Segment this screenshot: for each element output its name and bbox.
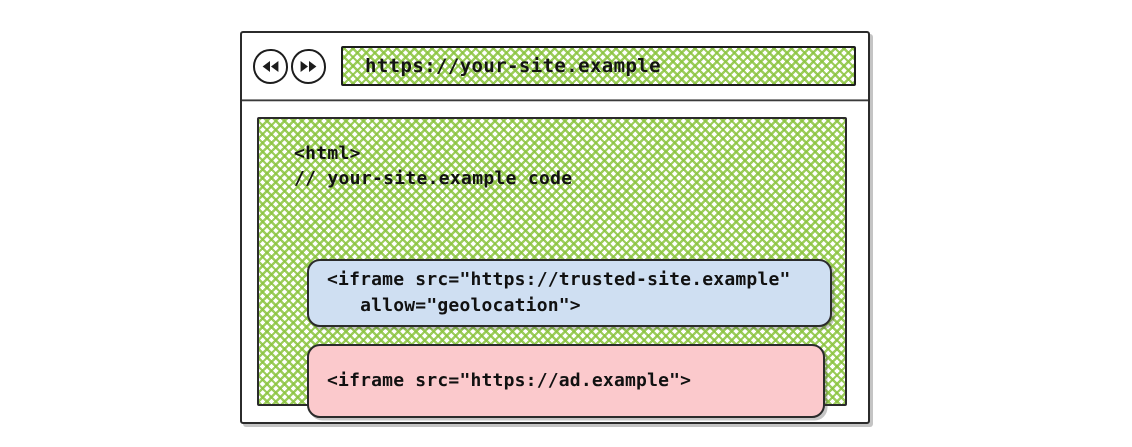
fast-forward-icon (299, 60, 318, 73)
url-bar[interactable]: https://your-site.example (341, 46, 856, 86)
ad-iframe-code-line-1: <iframe src="https://ad.example"> (327, 370, 692, 391)
browser-toolbar: https://your-site.example (242, 33, 868, 99)
browser-window: https://your-site.example <html> // your… (240, 31, 870, 424)
rewind-back-icon (261, 60, 280, 73)
code-line-html-tag: <html> (294, 143, 361, 164)
ad-iframe[interactable]: <iframe src="https://ad.example"> (307, 344, 825, 418)
url-text: https://your-site.example (365, 55, 661, 77)
trusted-iframe-code-line-1: <iframe src="https://trusted-site.exampl… (327, 269, 791, 290)
trusted-iframe-code-line-2: allow="geolocation"> (327, 295, 581, 316)
code-line-comment: // your-site.example code (294, 168, 573, 189)
back-button[interactable] (253, 48, 288, 84)
trusted-site-iframe[interactable]: <iframe src="https://trusted-site.exampl… (307, 259, 832, 327)
forward-button[interactable] (291, 48, 326, 84)
toolbar-separator (242, 99, 868, 102)
page-viewport: <html> // your-site.example code <iframe… (257, 117, 847, 418)
